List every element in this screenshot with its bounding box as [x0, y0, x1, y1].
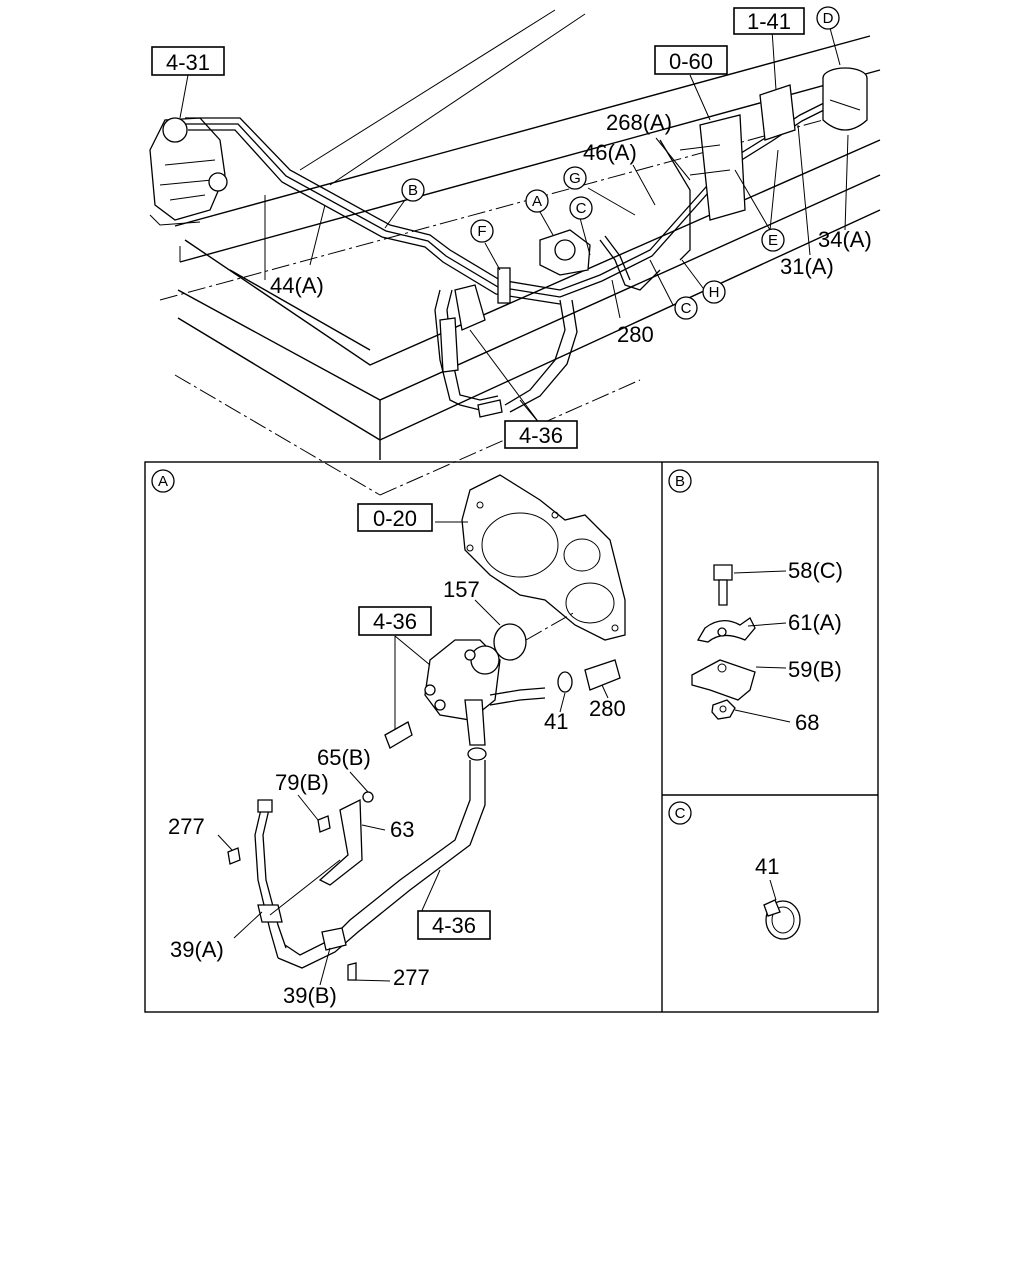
- mounting-bracket: [679, 84, 796, 221]
- bolt: [713, 564, 733, 606]
- svg-text:C: C: [675, 805, 686, 822]
- gasket-plate: [461, 474, 626, 641]
- callout-b: B: [401, 178, 425, 202]
- part-label-268a: 268(A): [606, 110, 672, 135]
- part-label-157: 157: [443, 577, 480, 602]
- clip: [696, 617, 756, 643]
- top-leaders: [179, 27, 849, 425]
- part-label-61a: 61(A): [788, 610, 842, 635]
- panel-a: A: [151, 469, 626, 1008]
- svg-text:F: F: [477, 223, 486, 240]
- svg-text:B: B: [675, 473, 685, 490]
- callout-e: E: [761, 228, 785, 252]
- panel-b: B 58(C) 61(A) 59(B) 68: [668, 469, 843, 735]
- part-label-59b: 59(B): [788, 657, 842, 682]
- ref-label: 4-36: [373, 609, 417, 634]
- part-label-41: 41: [755, 854, 779, 879]
- callout-a: A: [525, 189, 549, 213]
- ref-label: 0-20: [373, 506, 417, 531]
- hose-clamp: [763, 899, 801, 940]
- detail-panels-frame: [144, 461, 879, 1013]
- clamp-bracket: [439, 267, 511, 418]
- part-label-46a: 46(A): [583, 140, 637, 165]
- ref-box-1-41[interactable]: 1-41: [733, 7, 805, 35]
- part-label-39b: 39(B): [283, 983, 337, 1008]
- svg-text:A: A: [158, 473, 168, 490]
- svg-text:E: E: [768, 232, 778, 249]
- part-label-280: 280: [589, 696, 626, 721]
- ref-label: 4-31: [166, 50, 210, 75]
- panel-c: C 41: [668, 801, 801, 940]
- brake-valve-unit: [149, 117, 228, 226]
- ref-box-4-36-hose[interactable]: 4-36: [417, 910, 491, 940]
- plate: [691, 659, 756, 701]
- o-ring: [493, 623, 527, 661]
- pump-assembly: [539, 229, 591, 276]
- ref-box-0-60[interactable]: 0-60: [654, 45, 728, 75]
- svg-text:D: D: [823, 10, 834, 27]
- panel-c-id: C: [668, 801, 692, 825]
- callout-c2: C: [674, 296, 698, 320]
- nut: [711, 699, 736, 720]
- part-label-41: 41: [544, 709, 568, 734]
- pump-body: [424, 639, 501, 746]
- svg-text:C: C: [576, 200, 587, 217]
- ref-label: 1-41: [747, 9, 791, 34]
- ref-label: 0-60: [669, 49, 713, 74]
- svg-text:H: H: [709, 284, 720, 301]
- ref-label: 4-36: [519, 423, 563, 448]
- panel-a-id: A: [151, 469, 175, 493]
- callout-d: D: [816, 6, 840, 30]
- part-label-63: 63: [390, 817, 414, 842]
- ref-box-4-36-pump[interactable]: 4-36: [358, 606, 432, 636]
- reservoir: [822, 67, 868, 131]
- ref-box-4-31[interactable]: 4-31: [151, 46, 225, 76]
- part-label-34a: 34(A): [818, 227, 872, 252]
- callout-c1: C: [569, 196, 593, 220]
- ref-box-4-36-top[interactable]: 4-36: [504, 420, 578, 449]
- part-label-277-top: 277: [168, 814, 205, 839]
- callout-g: G: [563, 166, 587, 190]
- frame-rails: [159, 9, 881, 496]
- svg-text:G: G: [569, 170, 581, 187]
- part-label-280: 280: [617, 322, 654, 347]
- part-label-79b: 79(B): [275, 770, 329, 795]
- part-label-44a: 44(A): [270, 273, 324, 298]
- svg-text:B: B: [408, 182, 418, 199]
- part-label-58c: 58(C): [788, 558, 843, 583]
- callout-h: H: [702, 280, 726, 304]
- panel-b-id: B: [668, 469, 692, 493]
- ref-box-0-20[interactable]: 0-20: [357, 503, 433, 532]
- part-label-31a: 31(A): [780, 254, 834, 279]
- part-label-65b: 65(B): [317, 745, 371, 770]
- ref-label: 4-36: [432, 913, 476, 938]
- part-label-277-bottom: 277: [393, 965, 430, 990]
- part-label-39a: 39(A): [170, 937, 224, 962]
- svg-text:A: A: [532, 193, 542, 210]
- part-label-68: 68: [795, 710, 819, 735]
- svg-text:C: C: [681, 300, 692, 317]
- callout-f: F: [470, 219, 494, 243]
